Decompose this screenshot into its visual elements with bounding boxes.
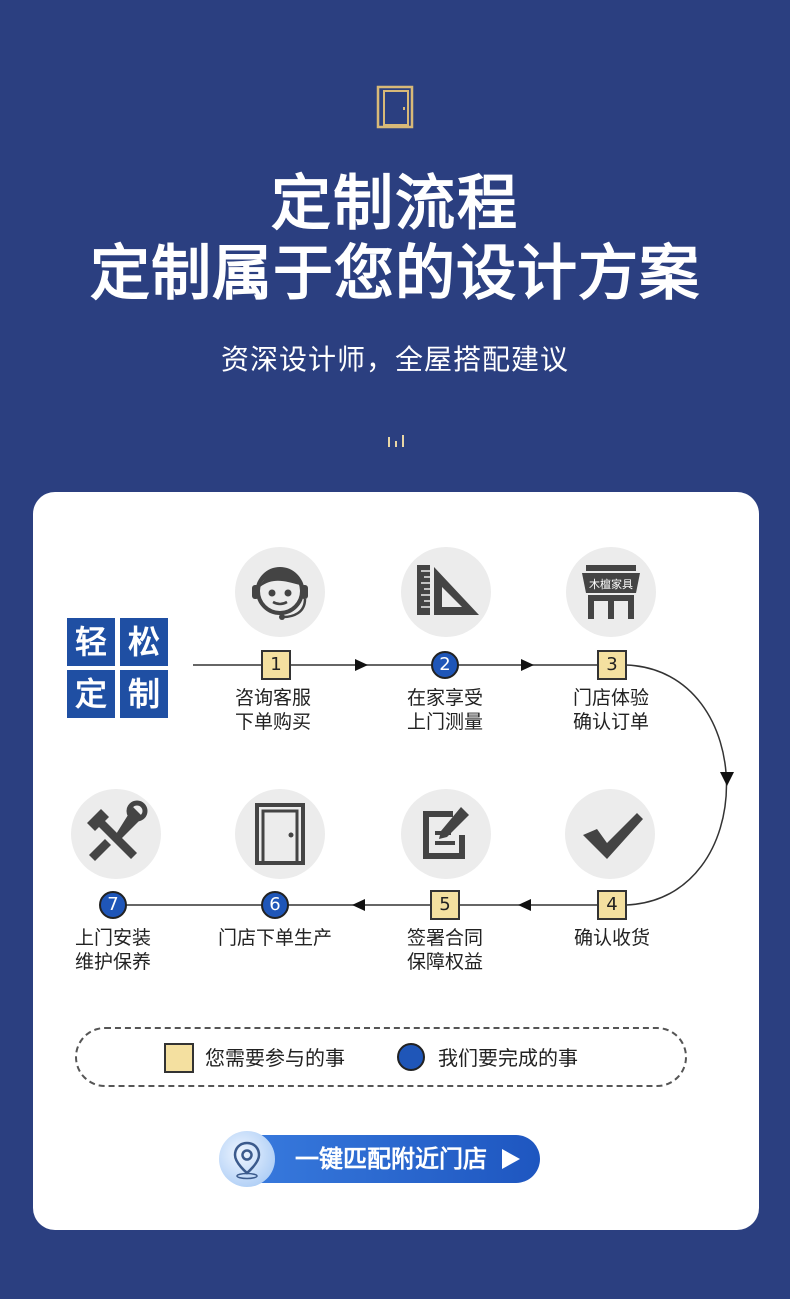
step-2-badge: 2 bbox=[431, 651, 459, 679]
step-2-label-line1: 在家享受 bbox=[406, 687, 483, 709]
step-6-icon-circle bbox=[235, 789, 325, 879]
door-logo-icon bbox=[376, 85, 416, 129]
page-title: 定制流程 bbox=[271, 169, 519, 239]
arrow-right-icon bbox=[355, 659, 368, 671]
easy-tile-1: 轻 bbox=[67, 618, 115, 666]
play-arrow-icon[interactable] bbox=[500, 1148, 522, 1174]
easy-tile-4: 制 bbox=[120, 670, 168, 718]
legend-you-label: 您需要参与的事 bbox=[205, 1046, 345, 1070]
tools-icon bbox=[87, 800, 148, 861]
find-store-button[interactable] bbox=[222, 1135, 540, 1183]
arrow-down-icon bbox=[720, 772, 734, 786]
legend-square-swatch bbox=[164, 1043, 194, 1073]
step-2-label-line2: 上门测量 bbox=[406, 711, 483, 733]
step-3-label-line2: 确认订单 bbox=[572, 711, 649, 733]
step-4-label-line1: 确认收货 bbox=[573, 927, 650, 949]
easy-tile-2: 松 bbox=[120, 618, 168, 666]
contract-sign-icon bbox=[423, 807, 469, 859]
bars-decoration-icon bbox=[387, 433, 407, 449]
step-1-badge: 1 bbox=[261, 650, 291, 680]
step-3-icon-circle: 木檀家具 bbox=[566, 547, 656, 637]
step-5-label-line2: 保障权益 bbox=[406, 951, 483, 973]
step-7-label-line1: 上门安装 bbox=[74, 927, 151, 949]
arrow-left-icon bbox=[352, 899, 365, 911]
legend bbox=[75, 1027, 687, 1087]
step-4-badge: 4 bbox=[597, 890, 627, 920]
step-4-icon-circle bbox=[565, 789, 655, 879]
step-5-icon-circle bbox=[401, 789, 491, 879]
arrow-left-icon bbox=[518, 899, 531, 911]
svg-text:木檀家具: 木檀家具 bbox=[589, 577, 633, 591]
step-3-label-line1: 门店体验 bbox=[572, 687, 649, 709]
legend-circle-swatch bbox=[397, 1043, 425, 1071]
store-icon: 木檀家具 bbox=[582, 565, 640, 619]
step-7-label-line2: 维护保养 bbox=[74, 951, 151, 973]
step-1-icon-circle bbox=[235, 547, 325, 637]
door-icon bbox=[255, 803, 305, 865]
tagline: 资深设计师，全屋搭配建议 bbox=[220, 343, 569, 376]
page-subtitle-headline: 定制属于您的设计方案 bbox=[90, 239, 700, 309]
customer-service-icon bbox=[252, 567, 308, 620]
step-5-label-line1: 签署合同 bbox=[406, 927, 483, 949]
checkmark-icon bbox=[583, 813, 643, 859]
find-store-button-label[interactable]: 一键匹配附近门店 bbox=[295, 1145, 487, 1173]
step-7-icon-circle bbox=[71, 789, 161, 879]
step-1-label-line2: 下单购买 bbox=[234, 711, 311, 733]
step-2-icon-circle bbox=[401, 547, 491, 637]
step-1-label-line1: 咨询客服 bbox=[234, 687, 311, 709]
arrow-right-icon bbox=[521, 659, 534, 671]
legend-us-label: 我们要完成的事 bbox=[438, 1046, 578, 1070]
step-3-badge: 3 bbox=[597, 650, 627, 680]
step-6-badge: 6 bbox=[261, 891, 289, 919]
easy-tile-3: 定 bbox=[67, 670, 115, 718]
ruler-triangle-icon bbox=[417, 565, 479, 615]
step-5-badge: 5 bbox=[430, 890, 460, 920]
step-7-badge: 7 bbox=[99, 891, 127, 919]
location-pin-icon[interactable] bbox=[219, 1131, 275, 1187]
step-6-label-line1: 门店下单生产 bbox=[217, 927, 332, 949]
